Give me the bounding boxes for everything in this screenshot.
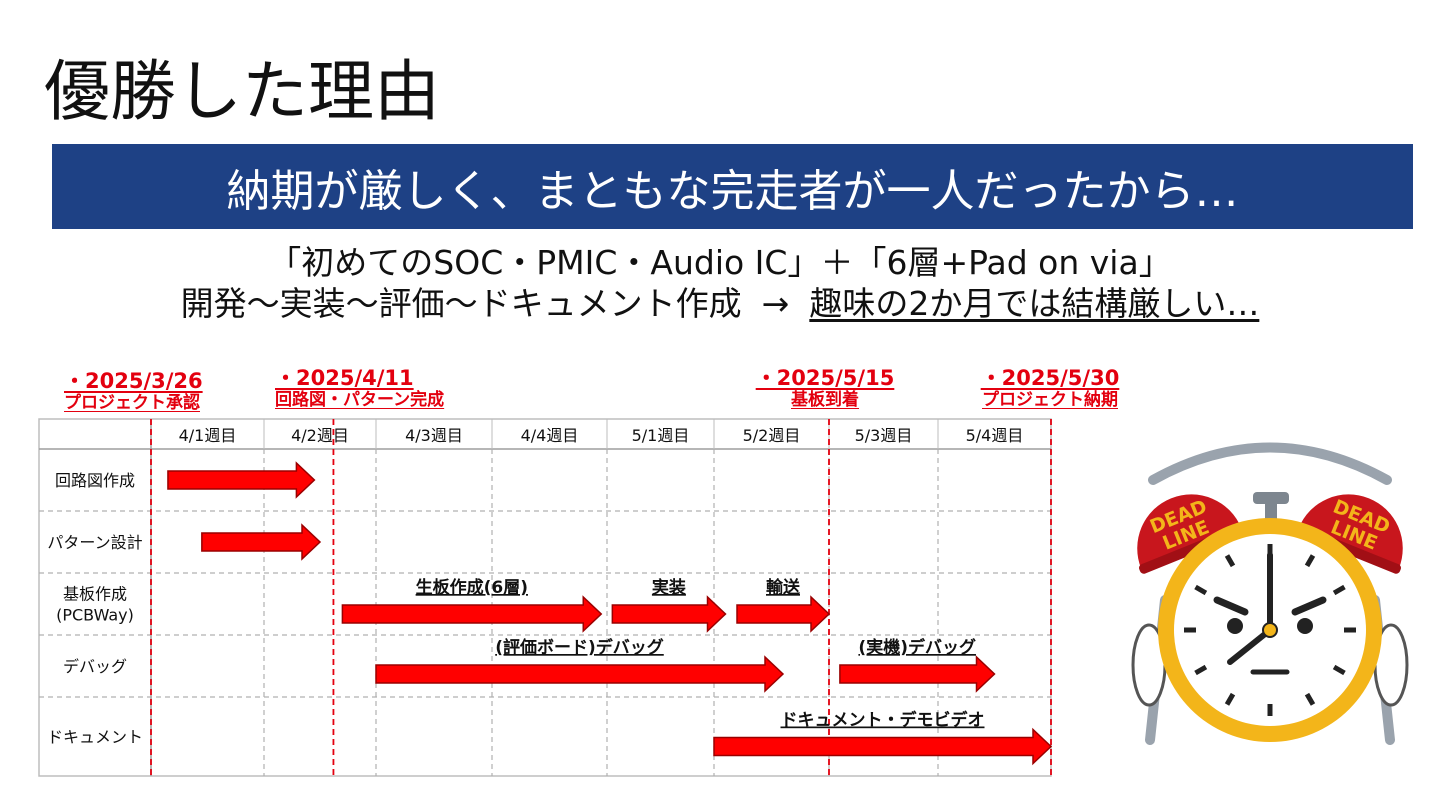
task-label: (実機)デバッグ — [858, 637, 976, 658]
eye-right — [1297, 618, 1313, 634]
row-label: 回路図作成 — [55, 471, 135, 490]
clock-tick — [1184, 627, 1196, 633]
clock-tick — [1224, 554, 1236, 568]
week-header: 4/1週目 — [179, 426, 237, 445]
milestone-label: プロジェクト納期 — [982, 390, 1118, 410]
angry-brow-left — [1213, 596, 1249, 616]
eye-left — [1227, 618, 1243, 634]
milestone-date: ・2025/5/15 — [755, 366, 895, 390]
milestone-approval: ・2025/3/26 プロジェクト承認 — [64, 369, 203, 414]
clock-tick — [1194, 584, 1208, 596]
clock-tick — [1194, 664, 1208, 676]
milestone-schematic-done: ・2025/4/11 回路図・パターン完成 — [275, 366, 444, 411]
clock-tick — [1267, 544, 1273, 556]
clock-ticks — [1184, 544, 1356, 716]
week-header: 4/3週目 — [405, 426, 463, 445]
slide-title: 優勝した理由 — [44, 53, 440, 130]
task-bar — [167, 461, 316, 499]
task-bar — [341, 595, 603, 633]
angry-brow-right — [1291, 596, 1327, 616]
subtitle-prefix: 開発～実装～評価～ドキュメント作成 — [180, 284, 742, 323]
banner-text: 納期が厳しく、まともな完走者が一人だったから… — [226, 165, 1239, 217]
milestone-label: 回路図・パターン完成 — [275, 390, 445, 410]
deadline-clock-illustration: DEAD LINE DEAD LINE — [1131, 442, 1409, 745]
task-bar — [736, 595, 831, 633]
task-bar — [611, 595, 727, 633]
subtitle-emphasis: 趣味の2か月では結構厳しい… — [809, 284, 1260, 323]
week-header: 5/2週目 — [743, 426, 801, 445]
task-label: 輸送 — [766, 577, 801, 598]
clock-tick — [1304, 554, 1316, 568]
clock-tick — [1332, 664, 1346, 676]
clock-tick — [1332, 584, 1346, 596]
milestone-label: プロジェクト承認 — [64, 393, 200, 413]
milestone-board-arrival: ・2025/5/15 基板到着 — [750, 366, 900, 411]
subtitle-line-1: 「初めてのSOC・PMIC・Audio IC」＋「6層+Pad on via」 — [268, 243, 1172, 282]
milestone-deadline: ・2025/5/30 プロジェクト納期 — [970, 366, 1130, 411]
task-label: 実装 — [652, 577, 686, 598]
row-label: 基板作成 — [63, 585, 127, 604]
task-bar — [713, 727, 1053, 766]
task-label: (評価ボード)デバッグ — [495, 637, 664, 658]
clock-tick — [1344, 627, 1356, 633]
week-header: 5/4週目 — [966, 426, 1024, 445]
week-header: 4/2週目 — [291, 426, 349, 445]
task-bar — [375, 655, 785, 693]
task-bar — [201, 523, 322, 561]
gantt-frame — [38, 418, 1052, 777]
clock-button — [1253, 492, 1289, 504]
arrow-icon: → — [761, 284, 790, 323]
milestone-label: 基板到着 — [791, 390, 859, 410]
week-header: 4/4週目 — [521, 426, 579, 445]
task-label: 生板作成(6層) — [416, 577, 528, 598]
clock-tick — [1304, 692, 1316, 706]
row-label: デバッグ — [63, 657, 127, 676]
key-message-banner: 納期が厳しく、まともな完走者が一人だったから… — [52, 144, 1413, 229]
clock-pin — [1262, 622, 1278, 638]
milestone-date: ・2025/3/26 — [64, 369, 203, 393]
subtitle-line-2: 開発～実装～評価～ドキュメント作成 → 趣味の2か月では結構厳しい… — [0, 284, 1440, 324]
task-label: ドキュメント・デモビデオ — [781, 710, 985, 731]
row-label: パターン設計 — [47, 533, 142, 552]
row-label: (PCBWay) — [56, 606, 134, 625]
milestone-date: ・2025/5/30 — [980, 366, 1120, 390]
clock-handle — [1148, 442, 1392, 485]
milestone-date: ・2025/4/11 — [275, 366, 414, 390]
clock-tick — [1224, 692, 1236, 706]
hour-hand — [1227, 627, 1273, 665]
week-header: 5/3週目 — [855, 426, 913, 445]
task-bar — [839, 655, 996, 693]
clock-tick — [1267, 704, 1273, 716]
week-header: 5/1週目 — [632, 426, 690, 445]
row-label: ドキュメント — [47, 728, 143, 747]
